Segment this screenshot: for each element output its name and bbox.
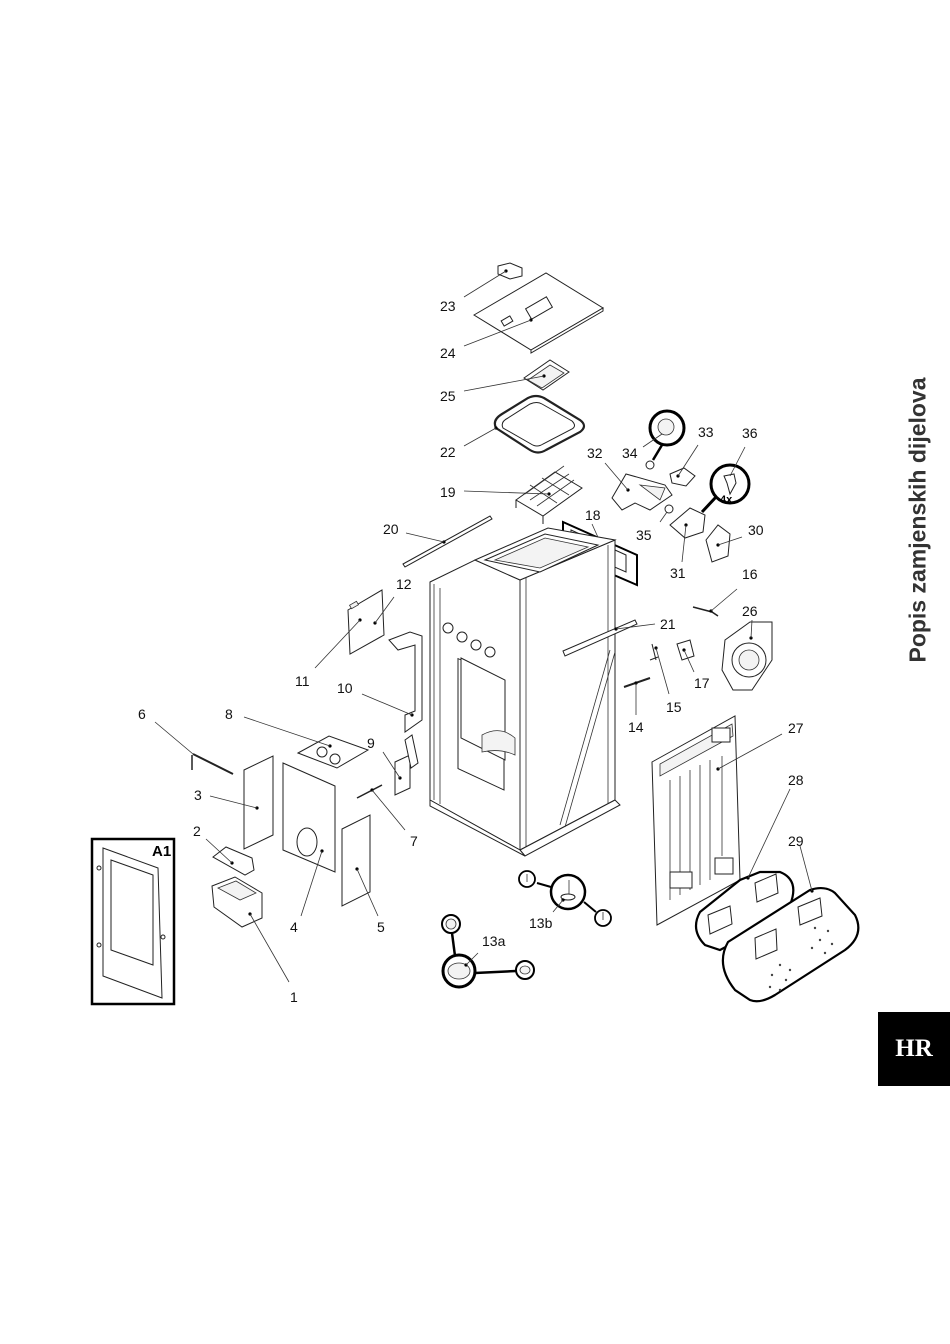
part-32-auger-housing [605, 463, 672, 510]
part-label-15: 15 [666, 699, 682, 715]
part-31-flange [670, 508, 705, 562]
part-label-12: 12 [396, 576, 412, 592]
part-label-17: 17 [694, 675, 710, 691]
part-15-probe [650, 644, 669, 694]
part-13a-feet [442, 915, 534, 987]
part-9-switch [383, 735, 418, 795]
part-26-fan [722, 620, 772, 690]
part-label-25: 25 [440, 388, 456, 404]
part-label-19: 19 [440, 484, 456, 500]
part-label-13a: 13a [482, 933, 506, 949]
part-label-35: 35 [636, 527, 652, 543]
part-33-bearing [670, 445, 698, 486]
part-label-33: 33 [698, 424, 714, 440]
part-30-connector [706, 525, 742, 562]
part-label-8: 8 [225, 706, 233, 722]
part-16-cable [693, 589, 737, 616]
part-label-3: 3 [194, 787, 202, 803]
part-label-10: 10 [337, 680, 353, 696]
part-6-rod [155, 722, 233, 774]
part-8-tray [244, 717, 368, 768]
language-badge: HR [878, 1012, 950, 1086]
part-4-back-panel [283, 763, 335, 916]
part-label-23: 23 [440, 298, 456, 314]
part-label-9: 9 [367, 735, 375, 751]
main-body-frame [430, 528, 620, 856]
part-22-gasket [464, 396, 584, 453]
part-25-plate [464, 360, 569, 391]
part-label-1: 1 [290, 989, 298, 1005]
part-label-31: 31 [670, 565, 686, 581]
part-label-34: 34 [622, 445, 638, 461]
part-35-nut [660, 505, 673, 522]
inset-a1-door [92, 839, 174, 1004]
part-19-grate [464, 466, 582, 524]
part-label-29: 29 [788, 833, 804, 849]
part-1-burner-pot [212, 877, 289, 982]
part-label-14: 14 [628, 719, 644, 735]
part-label-36: 36 [742, 425, 758, 441]
part-label-27: 27 [788, 720, 804, 736]
part-14-sensor [624, 678, 650, 715]
part-label-18: 18 [585, 507, 601, 523]
part-11-12-control-board [315, 590, 394, 668]
part-3-side-panel [210, 756, 273, 849]
part-5-side-panel [342, 815, 378, 916]
part-label-32: 32 [587, 445, 603, 461]
part-label-2: 2 [193, 823, 201, 839]
part-label-7: 7 [410, 833, 418, 849]
part-label-5: 5 [377, 919, 385, 935]
part-label-24: 24 [440, 345, 456, 361]
part-label-21: 21 [660, 616, 676, 632]
section-title-text: Popis zamjenskih dijelova [905, 377, 932, 662]
part-label-6: 6 [138, 706, 146, 722]
part-label-20: 20 [383, 521, 399, 537]
part-17-pressure-switch [677, 640, 694, 672]
part-label-26: 26 [742, 603, 758, 619]
part-34-gear-motor [643, 411, 684, 469]
part-label-16: 16 [742, 566, 758, 582]
part-label-11: 11 [295, 673, 310, 689]
inset-a1-label: A1 [152, 843, 171, 860]
quantity-4x-label: 4x [720, 494, 733, 506]
section-title-vertical: Popis zamjenskih dijelova [898, 345, 938, 695]
part-label-28: 28 [788, 772, 804, 788]
part-label-13b: 13b [529, 915, 553, 931]
part-10-bracket [362, 632, 422, 732]
part-24-top-cover [464, 273, 603, 353]
part-label-4: 4 [290, 919, 298, 935]
part-label-30: 30 [748, 522, 764, 538]
part-label-22: 22 [440, 444, 456, 460]
